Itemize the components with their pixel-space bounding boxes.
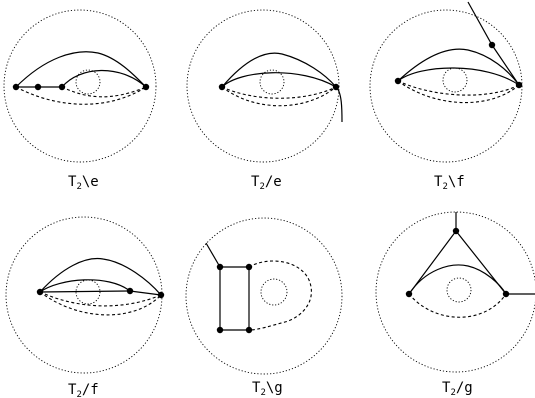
caption: T2/g (442, 380, 473, 398)
solid-edge (219, 266, 250, 331)
solid-edge (397, 48, 520, 86)
vertex (36, 288, 44, 296)
disk-boundary (185, 217, 343, 375)
dashed-edge (397, 80, 520, 96)
dashed-edge (397, 80, 520, 104)
disk-boundary (5, 216, 163, 374)
caption: T2/f (68, 382, 99, 398)
vertex (394, 77, 402, 85)
solid-edge (221, 52, 337, 88)
caption: T2/e (251, 174, 282, 192)
solid-edge (61, 69, 147, 88)
hole (260, 278, 288, 306)
panel-4: T2/f (5, 216, 165, 398)
disk-boundary (186, 9, 340, 163)
vertex (218, 83, 226, 91)
vertex (245, 326, 253, 334)
vertex (488, 41, 496, 49)
caption: T2\f (434, 174, 465, 192)
solid-edge (39, 290, 162, 296)
panel-1: T2\e (3, 9, 157, 192)
vertex (405, 290, 413, 298)
vertex (126, 287, 134, 295)
vertex (216, 263, 224, 271)
hole (259, 69, 285, 95)
solid-edge (15, 51, 147, 88)
disk-boundary (369, 9, 523, 163)
caption: T2\e (68, 174, 99, 192)
solid-edge (221, 72, 337, 88)
vertex (34, 83, 42, 91)
dashed-edge (248, 260, 312, 331)
panel-3: T2\f (369, 1, 523, 192)
vertex (332, 83, 340, 91)
dashed-edge (221, 86, 337, 107)
vertex (142, 83, 150, 91)
dashed-edge (15, 86, 147, 105)
dashed-edge (221, 86, 337, 99)
disk-boundary (3, 9, 157, 163)
caption: T2\g (252, 380, 283, 398)
solid-edge (397, 67, 520, 86)
vertex (216, 326, 224, 334)
vertex (502, 290, 510, 298)
solid-edge (39, 279, 131, 293)
solid-edge (408, 264, 507, 295)
hole (75, 69, 101, 95)
dashed-edge (39, 291, 162, 307)
vertex (452, 227, 460, 235)
vertex (515, 81, 523, 89)
dashed-edge (408, 293, 507, 318)
hole (75, 279, 101, 305)
solid-edge (39, 257, 162, 296)
vertex (12, 83, 20, 91)
disk-boundary (375, 211, 535, 373)
hole (446, 277, 472, 303)
panel-5: T2\g (185, 217, 343, 398)
dashed-edge (61, 86, 147, 98)
solid-edge (205, 242, 221, 268)
hole (442, 67, 468, 93)
dashed-edge (39, 291, 162, 316)
vertex (157, 291, 165, 299)
solid-edge (335, 86, 343, 123)
vertex (245, 263, 253, 271)
vertex (58, 83, 66, 91)
panel-6: T2/g (375, 211, 535, 398)
solid-edge (408, 230, 507, 295)
panel-2: T2/e (186, 9, 343, 192)
